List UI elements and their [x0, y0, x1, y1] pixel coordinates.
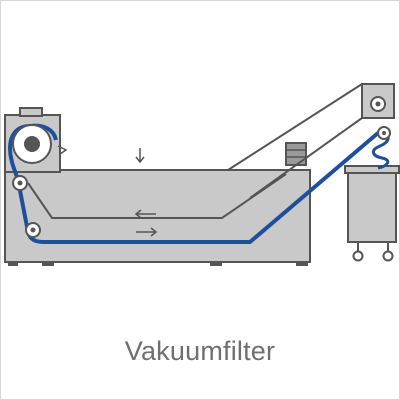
caption-title: Vakuumfilter [124, 336, 276, 366]
rotation-indicator [57, 145, 68, 155]
scraper-chain [27, 173, 287, 219]
filter-belt [8, 124, 380, 244]
tank-foot [8, 262, 18, 266]
pump-motor [285, 142, 307, 166]
drive-drum-hub [24, 136, 40, 152]
discharge-roller-hub [382, 131, 386, 135]
discharge-frame-lower [249, 117, 363, 199]
head-roller-hub [375, 101, 381, 107]
vacuum-filter-diagram [4, 83, 400, 266]
filter-tank [4, 169, 311, 263]
cart-wheel [382, 250, 394, 262]
tank-foot [296, 262, 308, 266]
tank-foot [42, 262, 54, 266]
arrow-down-icon [135, 148, 145, 164]
cart-wheel [352, 250, 364, 262]
arrow-right-icon [136, 227, 158, 237]
guide-roller-hub [17, 180, 23, 186]
cart-rim [344, 165, 400, 174]
drive-housing-cap [19, 107, 43, 117]
discharge-frame-upper [227, 83, 363, 171]
collection-cart [347, 171, 397, 243]
arrow-left-icon [134, 209, 156, 219]
tank-foot [210, 262, 222, 266]
bottom-roller-hub [30, 227, 36, 233]
